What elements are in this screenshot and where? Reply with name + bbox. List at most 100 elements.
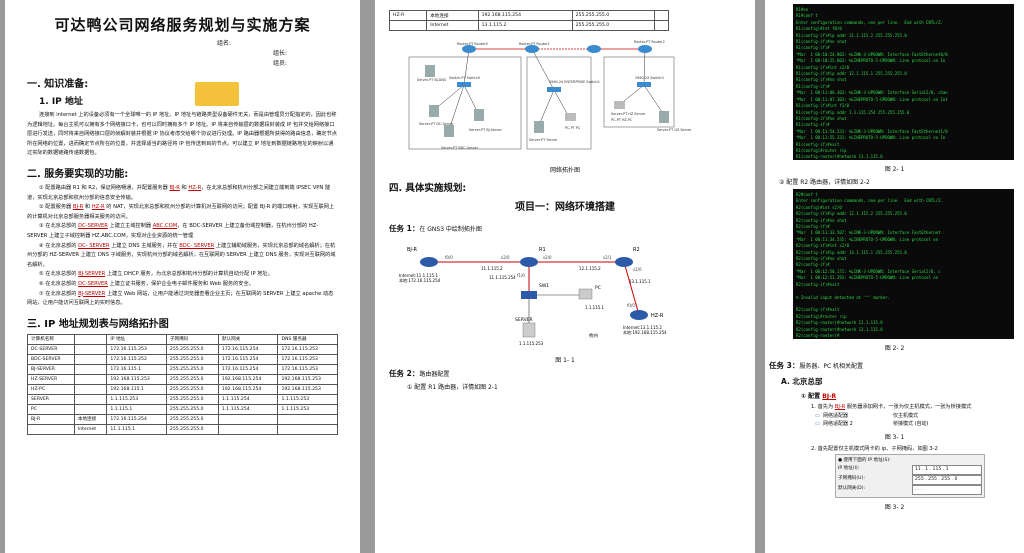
- function-item-text: ，在 BDC-SERVER 上建立备份域控制器，在杭州分部的 HZ-SERVER…: [27, 223, 319, 239]
- topology-node-label: Router-PT Router2: [634, 40, 665, 44]
- table-cell: [73, 333, 108, 345]
- topology-node-label: 2960-24 Switch3: [635, 76, 664, 80]
- table-cell: 192.168.115.253: [277, 383, 338, 395]
- table-cell: BJ-SERVER: [27, 363, 75, 375]
- psyduck-image: [195, 82, 239, 106]
- r2-terminal-screenshot: R2#conf t Enter configuration commands, …: [793, 189, 1014, 339]
- table-cell: 本地连接: [426, 10, 479, 21]
- function-item-highlight: ABC.COM: [152, 223, 178, 230]
- topology-node-label: Server-PT DC-Server: [419, 122, 454, 126]
- adapter-mode: 仅主机模式: [893, 413, 919, 419]
- gns-label-hangzhou: 杭州: [589, 332, 598, 339]
- table-cell: [73, 353, 108, 365]
- function-item-text: ① 配置路由器 R1 和 R2，保证网络畅通，并配置服务器: [39, 184, 170, 191]
- step-1-text: 服务器添加网卡，一张为仅主机模式，一张为桥接模式: [845, 404, 972, 410]
- table-cell: 172.16.115.253: [106, 343, 167, 355]
- section-knowledge: 一. 知识准备:: [27, 79, 89, 90]
- table-cell: 192.168.115.253: [277, 373, 338, 385]
- step-2: 2. 首先配置仅主机模式网卡的 ip、子网掩码，如图 3-2: [811, 446, 938, 452]
- network-adapter-icon: ▭: [815, 413, 820, 419]
- table-cell: 172.16.115.253: [277, 363, 338, 375]
- gateway-row: 默认网关(D): . . .: [838, 485, 982, 495]
- function-item: ⑦ 在北京总部的 BJ-SERVER 上建立 Web 网站，让用户能通过浏览器查…: [27, 290, 338, 309]
- table-cell: 本地连接: [73, 413, 108, 425]
- table-cell: 172.16.115.252: [106, 353, 167, 365]
- figure-2-2-caption: 图 2- 2: [884, 345, 905, 352]
- function-item-text: ⑤ 在北京总部的: [39, 271, 79, 278]
- ip-row: IP 地址(I):11 . 1 . 115 . 1: [838, 465, 982, 475]
- table-cell: 默认网关: [217, 333, 279, 345]
- function-item-highlight: HZ-R: [188, 184, 202, 191]
- adapter-mode: 桥接模式 (自动): [893, 421, 929, 427]
- table-cell: 1.1.115.253: [106, 393, 167, 405]
- function-item-highlight: HZ-R: [91, 204, 105, 211]
- section-beijing-hq: A. 北京总部: [781, 377, 823, 386]
- function-item-highlight: BJ-SERVER: [78, 271, 106, 278]
- author-meta: 组名: 组长: 组员:: [27, 39, 338, 69]
- adapter-row[interactable]: ▭网络适配器 仅主机模式: [815, 412, 1014, 420]
- mask-label: 子网掩码(U):: [838, 476, 865, 481]
- gns-net-6: 1.1.115.253: [519, 341, 544, 346]
- table-cell: SERVER: [27, 393, 75, 405]
- topology-node-label: 2960-24 ENTERPRISE Switch2: [549, 80, 600, 84]
- gateway-label: 默认网关(D):: [838, 486, 866, 491]
- table-cell: 172.16.115.1: [106, 363, 167, 375]
- use-static-ip-radio[interactable]: ● 使用下面的 IP 地址(S):: [838, 458, 891, 463]
- mask-input[interactable]: 255 . 255 . 255 . 0: [912, 475, 982, 485]
- function-item: ④ 在北京总部的 DC- SERVER 上建立 DNS 主域服务，并在 BDC-…: [27, 242, 338, 271]
- task-2-sub: ① 配置 R1 路由器，详情如图 2-1: [407, 384, 498, 391]
- ip-input[interactable]: 11 . 1 . 115 . 1: [912, 465, 982, 475]
- gns-net-1: 11.1.115.2: [481, 266, 503, 271]
- table-cell: [217, 423, 279, 435]
- table-cell: 192.168.115.254: [217, 383, 279, 395]
- function-item-highlight: DC-SERVER: [78, 280, 108, 287]
- table-cell: 192.168.115.254: [477, 10, 573, 21]
- member-label: 组员:: [273, 60, 288, 67]
- task-2-label: 任务 2：: [389, 369, 420, 378]
- section-implementation: 四. 具体实施规划:: [389, 183, 467, 194]
- table-cell: PC: [27, 403, 75, 415]
- r1-terminal-screenshot: R1#en R1#conf t Enter configuration comm…: [793, 4, 1014, 160]
- table-cell: [217, 413, 279, 425]
- gns3-topology: BJ-R R1 R2 HZ-R SW1 PC SERVER f0/0 s2/0 …: [399, 247, 667, 346]
- bdc-server-icon: [444, 125, 454, 137]
- gns-if-s20b: s2/0: [543, 255, 552, 260]
- gns-if-f00a: f0/0: [445, 255, 453, 260]
- gns-if-f10: f1/0: [517, 273, 525, 278]
- table-cell: [73, 363, 108, 375]
- switch0-icon: [457, 82, 471, 87]
- task-3: 任务 3：服务器、PC 机相关配置: [769, 360, 1014, 371]
- table-cell: 255.255.255.0: [165, 403, 219, 415]
- table-cell: 172.16.115.253: [277, 353, 338, 365]
- table-cell: BJ-R: [27, 413, 75, 425]
- function-item-text: 的 NAT，实现北京总部和杭州分部的计算机对互联网的访问；配置 BJ-R 的端口…: [27, 204, 335, 220]
- mask-row: 子网掩码(U): 255 . 255 . 255 . 0: [838, 475, 982, 485]
- function-item: ① 配置路由器 R1 和 R2，保证网络畅通，并配置服务器 BJ-R 和 HZ-…: [27, 184, 338, 203]
- function-item-highlight: BJ-R: [72, 204, 84, 211]
- r1-router-icon: [520, 257, 538, 267]
- adapter-name: 网络适配器: [823, 413, 849, 419]
- topology-node-label: Server-PT BDC-Server: [441, 146, 479, 150]
- router2-icon: [638, 45, 652, 53]
- task-1: 任务 1：在 GNS3 中绘制拓扑图: [389, 223, 741, 234]
- function-item-highlight: BJ-R: [169, 184, 180, 191]
- section-ip-plan: 三. IP 地址规划表与网络拓扑图: [27, 318, 169, 330]
- task-1-text: 在 GNS3 中绘制拓扑图: [419, 226, 482, 233]
- function-item-text: 上建立 DHCP 服务，为北京总部和杭州分部的计算机自动分配 IP 地址。: [105, 271, 273, 278]
- leader-label: 组长:: [273, 50, 288, 57]
- table-cell: BDC-SERVER: [27, 353, 75, 365]
- function-item-highlight: DC- SERVER: [78, 242, 110, 249]
- function-item: ⑥ 在北京总部的 DC-SERVER 上建立证书服务，保护企业电子邮件服务和 W…: [27, 280, 338, 290]
- table-cell: HZ-R: [388, 10, 428, 21]
- gateway-input[interactable]: . . .: [912, 485, 982, 495]
- function-item: ⑤ 在北京总部的 BJ-SERVER 上建立 DHCP 服务，为北京总部和杭州分…: [27, 270, 338, 280]
